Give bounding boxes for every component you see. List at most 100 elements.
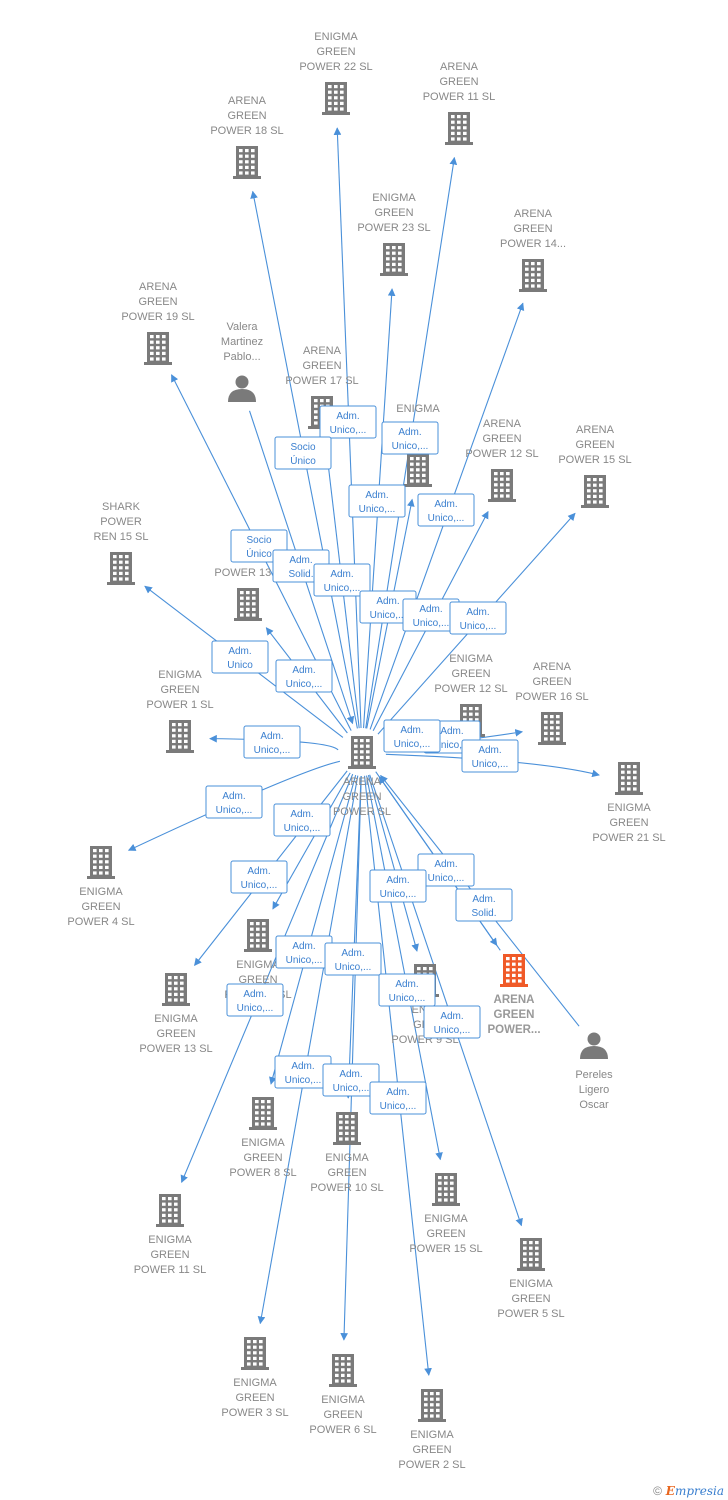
edge-label-box[interactable]: Adm.Unico,... — [324, 942, 382, 976]
edge-label-box[interactable]: Adm.Unico,... — [322, 1063, 380, 1097]
edge-label-box[interactable]: Adm.Unico — [211, 640, 269, 674]
edge-label-box[interactable]: Adm.Unico,... — [449, 601, 507, 635]
node-label-line: GREEN — [439, 76, 478, 88]
node-enigma_mid[interactable]: ENIGMASL — [396, 403, 440, 487]
edge-label-box[interactable]: Adm.Unico,... — [461, 739, 519, 773]
edge-label-text: Unico,... — [428, 873, 465, 884]
edge-label-box[interactable]: Adm.Unico,... — [275, 935, 333, 969]
edge-label-text: Unico,... — [460, 621, 497, 632]
edge-label-text: Adm. — [386, 1087, 409, 1098]
building-icon — [87, 846, 115, 879]
edge-center-eg10 — [344, 775, 362, 1099]
edge-label-box[interactable]: Adm.Unico,... — [369, 1081, 427, 1115]
edge-label-box[interactable]: Adm.Unico,... — [369, 869, 427, 903]
node-label-line: ARENA — [483, 418, 522, 430]
edge-label-text: Unico,... — [284, 823, 321, 834]
node-valera[interactable]: ValeraMartinezPablo... — [221, 321, 263, 402]
person-icon — [580, 1032, 608, 1059]
edge-label-text: Adm. — [289, 555, 312, 566]
edge-label-text: Adm. — [336, 411, 359, 422]
edge-label-box[interactable]: Adm.Unico,... — [313, 563, 371, 597]
edge-label-box[interactable]: Adm.Unico,... — [273, 803, 331, 837]
edge-label-box[interactable]: Adm.Unico,... — [319, 405, 377, 439]
node-label-line: ARENA — [228, 95, 267, 107]
empresia-watermark[interactable]: © Empresia — [653, 1484, 724, 1498]
node-label-line: REN 15 SL — [93, 531, 148, 543]
node-label-line: ENIGMA — [314, 31, 358, 43]
edge-label-box[interactable]: Adm.Unico,... — [417, 493, 475, 527]
node-label-line: POWER 6 SL — [309, 1424, 376, 1436]
node-label-line: GREEN — [160, 684, 199, 696]
node-label-line: ENIGMA — [424, 1213, 468, 1225]
edge-label-text: Único — [246, 547, 272, 560]
building-icon — [233, 146, 261, 179]
node-label-line: ENIGMA — [509, 1278, 553, 1290]
edge-label-box[interactable]: Adm.Unico,... — [383, 719, 441, 753]
building-icon — [333, 1112, 361, 1145]
edge-label-box[interactable]: Adm.Unico,... — [243, 725, 301, 759]
node-label-line: POWER 23 SL — [357, 222, 430, 234]
node-label-line: GREEN — [238, 974, 277, 986]
node-label-line: GREEN — [302, 360, 341, 372]
node-label-line: POWER 5 SL — [497, 1308, 564, 1320]
edge-label-box[interactable]: Adm.Unico,... — [226, 983, 284, 1017]
node-label-line: POWER 3 SL — [221, 1407, 288, 1419]
building-icon — [249, 1097, 277, 1130]
edge-label-text: Unico,... — [286, 955, 323, 966]
edge-label-text: Unico,... — [472, 759, 509, 770]
node-label-line: POWER 12 SL — [465, 448, 538, 460]
node-label-line: ENIGMA — [79, 886, 123, 898]
node-label-line: GREEN — [374, 207, 413, 219]
edge-label-text: Adm. — [341, 948, 364, 959]
edge-label-box[interactable]: Adm.Unico,... — [205, 785, 263, 819]
node-agpower[interactable]: ARENAGREENPOWER... — [487, 954, 541, 1036]
node-ag13[interactable]: ARGPOWER 13 S — [214, 537, 282, 621]
node-label-line: GREEN — [513, 223, 552, 235]
edge-label-text: Solid. — [471, 908, 496, 919]
edge-label-box[interactable]: Adm.Unico,... — [417, 853, 475, 887]
edge-label-box[interactable]: Adm.Unico,... — [423, 1005, 481, 1039]
node-label-line: POWER SL — [333, 806, 391, 818]
edge-label-box[interactable]: Adm.Unico,... — [402, 598, 460, 632]
building-icon — [404, 454, 432, 487]
node-label-line: ENIGMA — [396, 403, 440, 415]
edge-label-box[interactable]: Adm.Unico,... — [275, 659, 333, 693]
edge-label-text: Adm. — [243, 989, 266, 1000]
edge-label-box[interactable]: Adm.Unico,... — [348, 484, 406, 518]
node-label-line: POWER 12 SL — [434, 683, 507, 695]
edge-label-box[interactable]: Adm.Unico,... — [274, 1055, 332, 1089]
edge-label-box[interactable]: Adm.Solid. — [455, 888, 513, 922]
edge-label-box[interactable]: Adm.Unico,... — [381, 421, 439, 455]
edge-label-box[interactable]: Adm.Unico,... — [230, 860, 288, 894]
node-label-line: Oscar — [579, 1099, 609, 1111]
edge-label-box[interactable]: Adm.Unico,... — [378, 973, 436, 1007]
edge-label-text: Adm. — [400, 725, 423, 736]
